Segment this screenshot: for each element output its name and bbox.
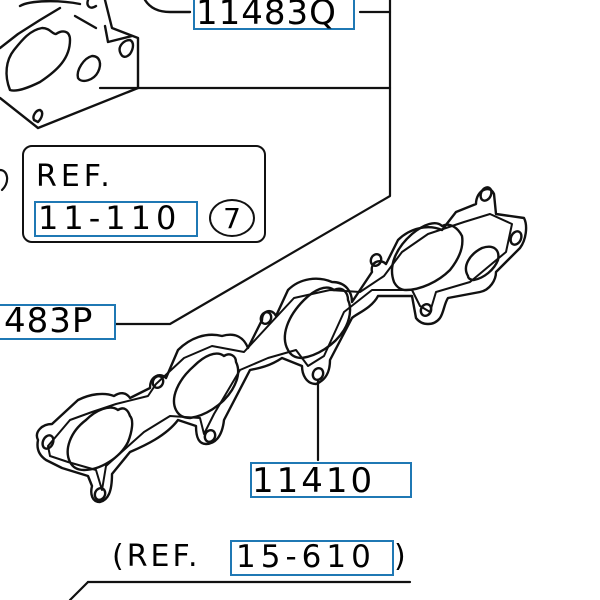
exhaust-manifold-gasket xyxy=(35,186,528,504)
callout-11410-label: 11410 xyxy=(252,461,376,501)
leader-lines xyxy=(0,0,412,600)
reference-prefix: REF. xyxy=(36,159,114,194)
reference-box-11-110 xyxy=(22,145,266,243)
reference-2-prefix: (REF. xyxy=(112,539,201,574)
callout-11483p-label: 483P xyxy=(4,301,94,341)
reference-link-11-110[interactable] xyxy=(34,201,198,237)
callout-11483q[interactable] xyxy=(193,0,355,30)
quantity-circle: 7 xyxy=(209,199,255,237)
reference-2-suffix: ) xyxy=(394,539,406,574)
reference-link-15-610[interactable] xyxy=(230,540,394,576)
reference-2-number: 15-610 xyxy=(236,539,376,575)
callout-11410[interactable] xyxy=(250,462,412,498)
reference-number: 11-110 xyxy=(38,199,182,237)
callout-11483q-label: 11483Q xyxy=(196,0,337,33)
upper-gasket-plate xyxy=(0,0,192,130)
callout-11483p[interactable] xyxy=(0,304,116,340)
